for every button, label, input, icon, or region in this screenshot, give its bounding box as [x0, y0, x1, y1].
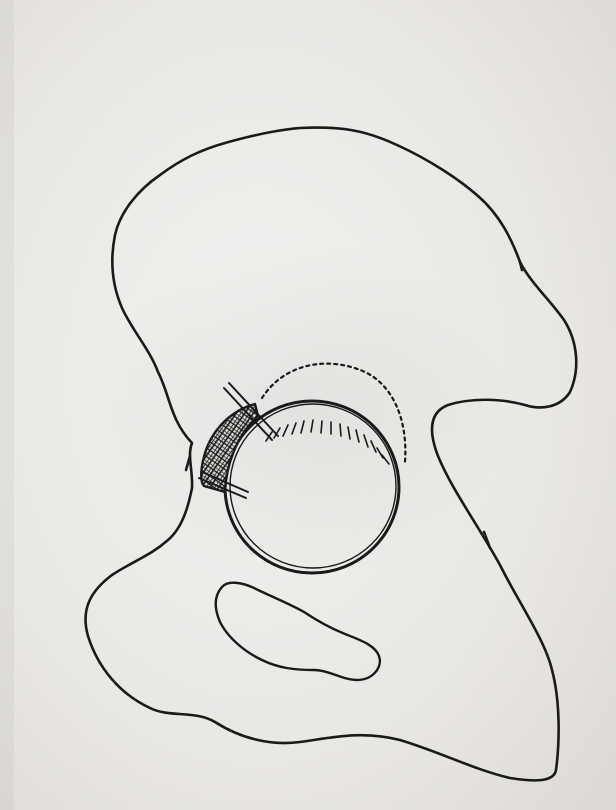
- paper-soft-shade: [90, 240, 510, 580]
- paper-shadow: [0, 0, 14, 810]
